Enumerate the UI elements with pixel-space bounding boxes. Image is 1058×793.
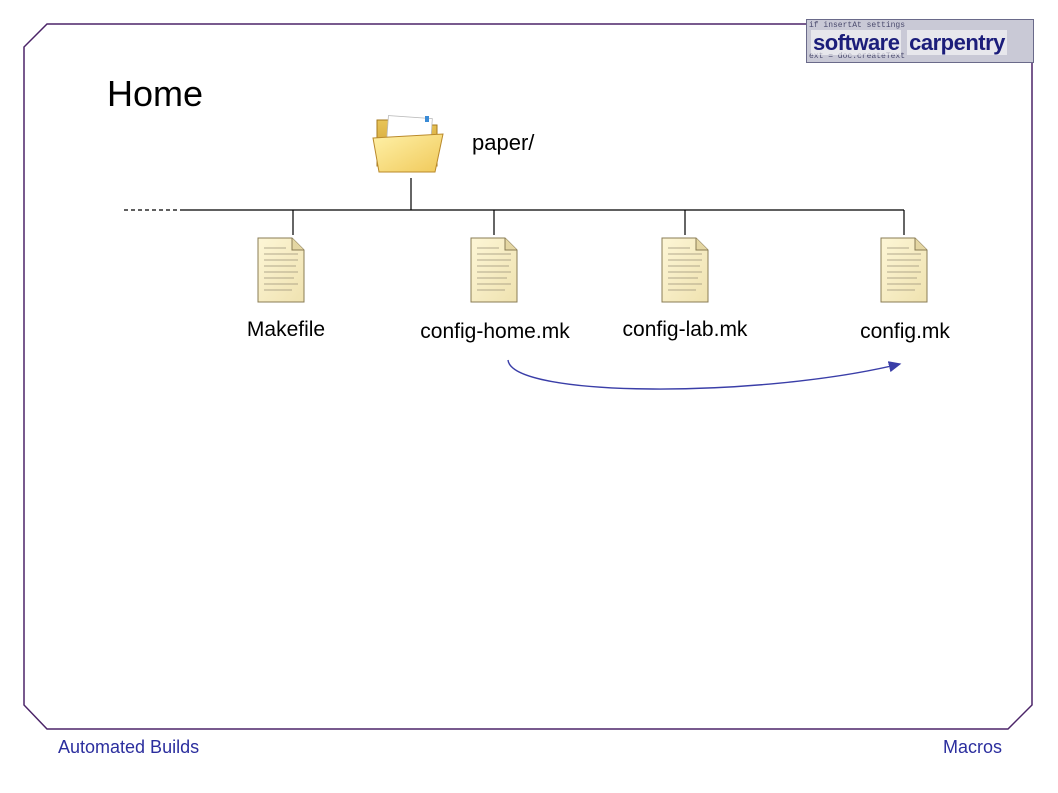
footer-course-title: Automated Builds <box>58 737 200 757</box>
tree-connectors <box>182 178 905 235</box>
footer-section-title: Macros <box>942 737 1002 757</box>
document-icon <box>257 237 305 303</box>
logo-word-carpentry: carpentry <box>907 30 1007 55</box>
logo-wordmark: software carpentry <box>811 30 1007 56</box>
document-icon <box>661 237 709 303</box>
slide-title: Home <box>107 73 204 114</box>
file-label-config-home: config-home.mk <box>420 320 570 343</box>
file-label-makefile: Makefile <box>246 318 326 341</box>
copy-arrow <box>507 359 902 390</box>
logo-code-line: ext = doc.createText <box>809 52 906 61</box>
folder-icon <box>372 115 444 173</box>
logo-word-software: software <box>811 30 902 55</box>
document-icon <box>470 237 518 303</box>
document-icon <box>880 237 928 303</box>
software-carpentry-logo: if insertAt settings ext = doc.createTex… <box>806 19 1034 63</box>
logo-code-line: if insertAt settings <box>809 21 906 30</box>
file-label-config: config.mk <box>860 320 950 343</box>
file-label-config-lab: config-lab.mk <box>622 318 748 341</box>
folder-label: paper/ <box>472 130 535 155</box>
